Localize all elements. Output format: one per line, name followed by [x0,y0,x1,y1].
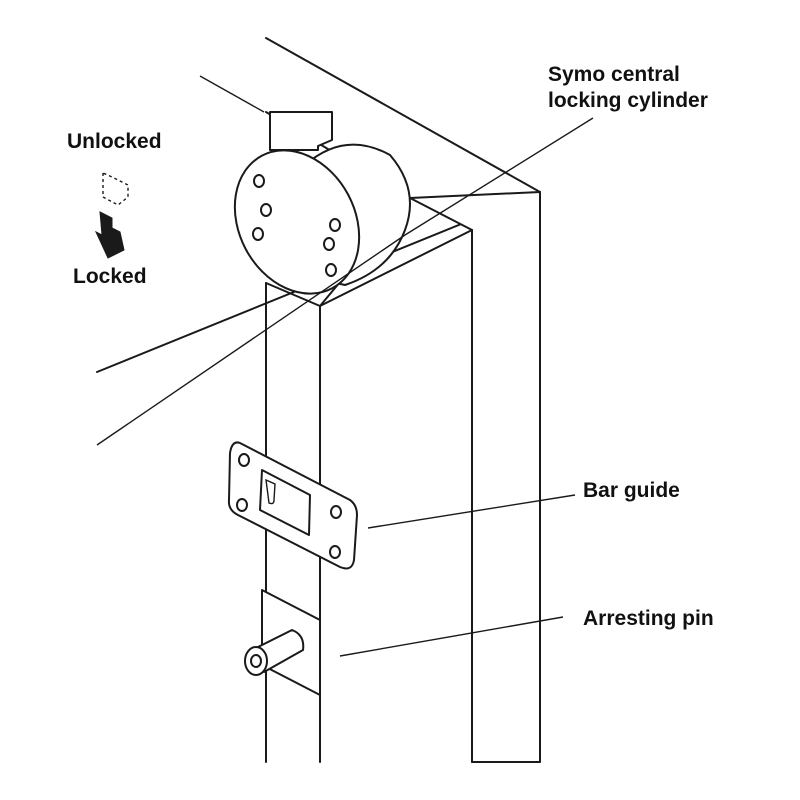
cylinder-screw-holes [252,174,341,277]
cylinder-label-line2: locking cylinder [548,89,708,112]
cylinder-label-line1: Symo central [548,63,680,86]
bar-guide-plate [227,441,358,570]
arresting-pin [244,589,321,696]
bar-guide-label: Bar guide [583,479,680,502]
down-arrow-icon [94,211,125,259]
state-indicator [94,171,129,259]
leader-lines [96,117,594,657]
locking-cylinder [233,111,411,295]
locked-label: Locked [73,265,147,288]
unlocked-arrow-icon [102,171,129,206]
arresting-pin-label: Arresting pin [583,607,714,630]
unlocked-label: Unlocked [67,130,162,153]
